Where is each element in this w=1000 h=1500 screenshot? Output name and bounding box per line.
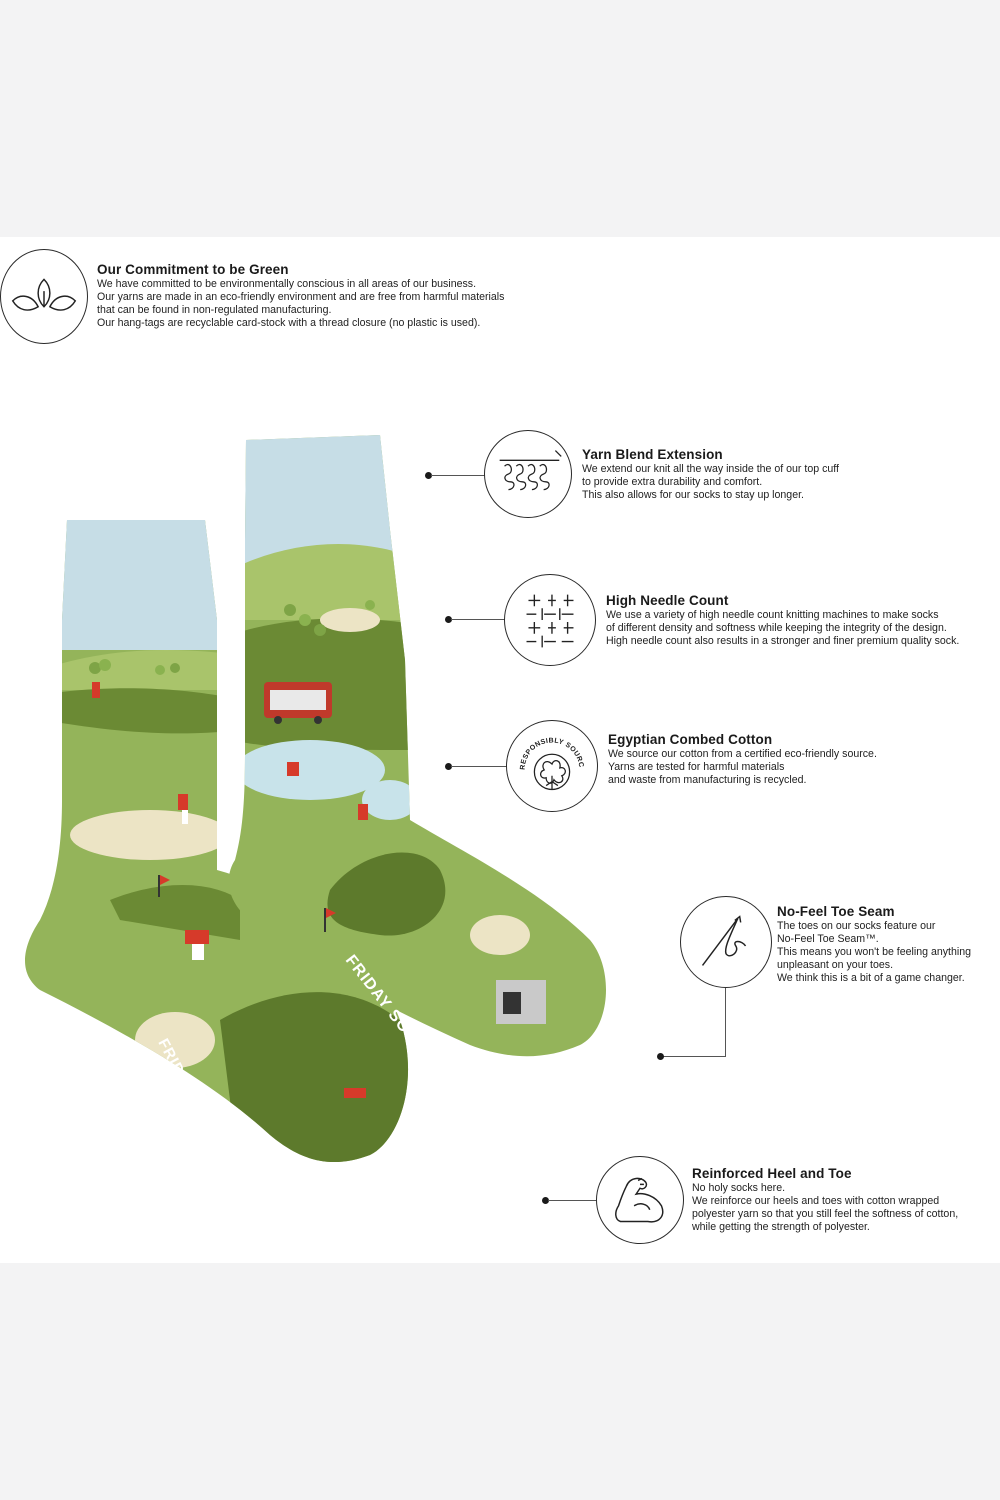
commitment-title: Our Commitment to be Green (97, 262, 289, 277)
commitment-line: We have committed to be environmentally … (97, 278, 477, 290)
feature-line: No holy socks here. (692, 1182, 786, 1194)
pointer-line (548, 1200, 596, 1201)
feature-line: unpleasant on your toes. (777, 959, 894, 971)
feature-title: High Needle Count (606, 593, 729, 608)
pointer-dot (445, 763, 452, 770)
feature-line: We reinforce our heels and toes with cot… (692, 1195, 940, 1207)
feature-yarn-blend: Yarn Blend Extension We extend our knit … (582, 447, 992, 502)
feature-line: We use a variety of high needle count kn… (606, 609, 939, 621)
feature-title: Reinforced Heel and Toe (692, 1166, 852, 1181)
pointer-dot (445, 616, 452, 623)
feature-title: Yarn Blend Extension (582, 447, 723, 462)
commitment-line: Our yarns are made in an eco-friendly en… (97, 291, 505, 303)
feature-line: We source our cotton from a certified ec… (608, 748, 877, 760)
pointer-line (431, 475, 485, 476)
feature-line: and waste from manufacturing is recycled… (608, 774, 807, 786)
feature-line: Yarns are tested for harmful materials (608, 761, 785, 773)
pointer-dot (657, 1053, 664, 1060)
badge-text: RESPONSIBLY SOURCED COTTON (507, 721, 584, 770)
feature-line: This means you won't be feeling anything (777, 946, 972, 958)
knit-icon (484, 430, 572, 518)
needle-thread-icon (680, 896, 772, 988)
feature-line: No-Feel Toe Seam™. (777, 933, 879, 945)
feature-line: High needle count also results in a stro… (606, 635, 960, 647)
feature-title: No-Feel Toe Seam (777, 904, 895, 919)
feature-needle-count: High Needle Count We use a variety of hi… (606, 593, 998, 648)
commitment-line: Our hang-tags are recyclable card-stock … (97, 317, 481, 329)
feature-line: This also allows for our socks to stay u… (582, 489, 804, 501)
feature-toe-seam: No-Feel Toe Seam The toes on our socks f… (777, 904, 997, 985)
cotton-badge-icon: RESPONSIBLY SOURCED COTTON (506, 720, 598, 812)
commitment-line: that can be found in non-regulated manuf… (97, 304, 332, 316)
feature-line: of different density and softness while … (606, 622, 947, 634)
pointer-line (451, 619, 505, 620)
pointer-line (451, 766, 507, 767)
pointer-dot (542, 1197, 549, 1204)
feature-line: The toes on our socks feature our (777, 920, 936, 932)
feature-line: We extend our knit all the way inside th… (582, 463, 839, 475)
socks-illustration: FRIDAY SOCK CO. FRIDAY SOCK CO. (25, 435, 607, 1174)
feature-title: Egyptian Combed Cotton (608, 732, 773, 747)
feature-line: polyester yarn so that you still feel th… (692, 1208, 959, 1220)
feature-cotton: Egyptian Combed Cotton We source our cot… (608, 732, 998, 787)
pointer-line (662, 1056, 726, 1057)
feature-line: to provide extra durability and comfort. (582, 476, 763, 488)
leaves-icon (0, 249, 88, 344)
feature-line: while getting the strength of polyester. (692, 1221, 870, 1233)
feature-line: We think this is a bit of a game changer… (777, 972, 965, 984)
pointer-line (725, 988, 726, 1056)
feature-heel-toe: Reinforced Heel and Toe No holy socks he… (692, 1166, 997, 1234)
svg-text:RESPONSIBLY SOURCED COTTON: RESPONSIBLY SOURCED COTTON (507, 721, 584, 770)
pointer-dot (425, 472, 432, 479)
commitment-block: Our Commitment to be Green We have commi… (97, 262, 567, 330)
needle-grid-icon (504, 574, 596, 666)
flexed-arm-icon (596, 1156, 684, 1244)
